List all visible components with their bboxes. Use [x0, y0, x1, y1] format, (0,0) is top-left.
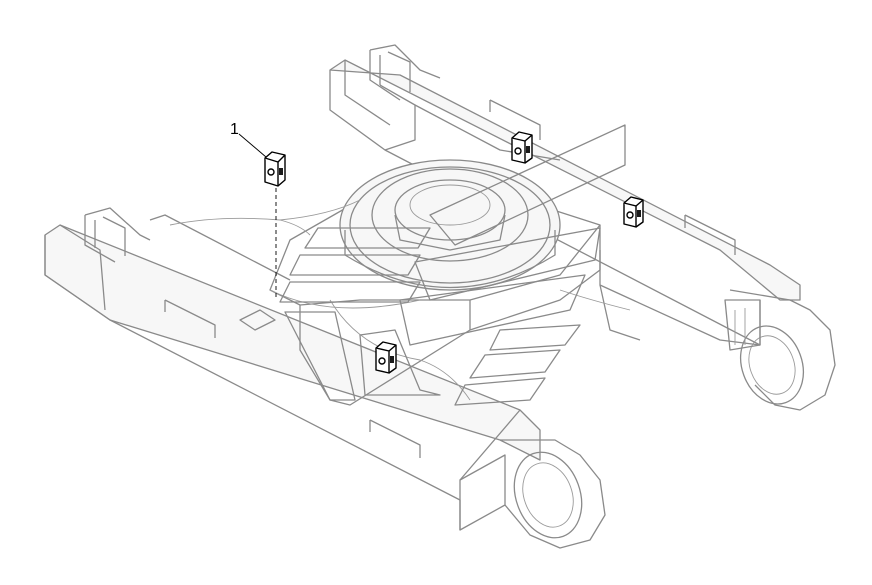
clamp-part-exploded[interactable]: [264, 151, 286, 187]
swing-bearing-ring: [339, 159, 561, 291]
undercarriage-frame: [44, 44, 836, 549]
clamp-part-installed-1[interactable]: [511, 131, 533, 164]
clamp-part-installed-3[interactable]: [375, 341, 397, 374]
hose-routing: [169, 199, 631, 401]
frame-logo-marks: [279, 124, 626, 406]
upper-idler-wheel: [724, 289, 836, 411]
lower-idler-wheel: [459, 439, 606, 549]
callout-number[interactable]: 1: [230, 121, 239, 138]
clamp-part-installed-2[interactable]: [623, 196, 644, 228]
callout-leader-line: [238, 133, 267, 158]
